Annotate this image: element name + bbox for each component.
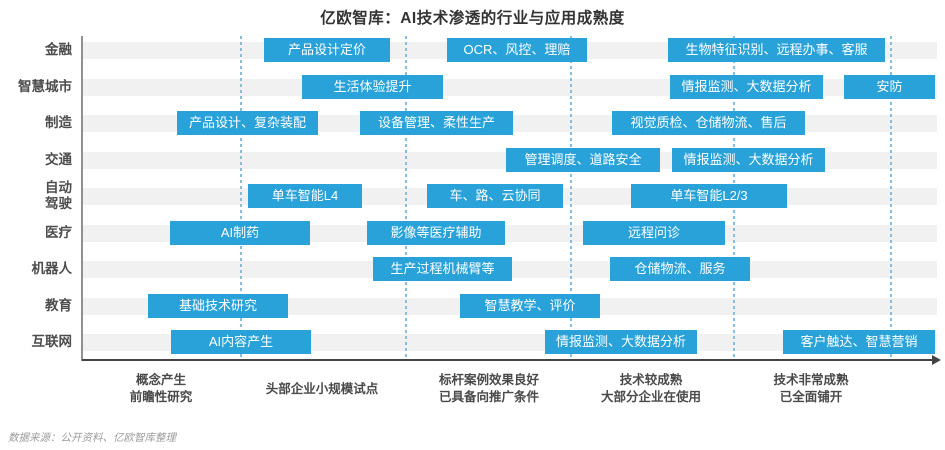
application-box: AI内容产生 <box>171 330 311 354</box>
stage-label: 头部企业小规模试点 <box>265 381 379 396</box>
application-box: 情报监测、大数据分析 <box>670 75 823 99</box>
application-box: OCR、风控、理赔 <box>447 38 587 62</box>
application-box: 产品设计、复杂装配 <box>177 111 318 135</box>
row-label-5: 自动 驾驶 <box>45 180 72 211</box>
row-label-8: 教育 <box>45 298 72 313</box>
x-axis-arrow-icon <box>932 355 941 365</box>
application-box: 设备管理、柔性生产 <box>360 111 513 135</box>
x-axis-line <box>82 359 934 361</box>
data-source-note: 数据来源：公开资料、亿欧智库整理 <box>8 432 176 444</box>
chart-title: 亿欧智库：AI技术渗透的行业与应用成熟度 <box>320 10 625 27</box>
application-box: 影像等医疗辅助 <box>367 221 505 245</box>
row-label-6: 医疗 <box>45 225 72 240</box>
application-box: 生活体验提升 <box>302 75 443 99</box>
application-box: 客户触达、智慧营销 <box>783 330 935 354</box>
application-box: 远程问诊 <box>583 221 725 245</box>
application-box: 仓储物流、服务 <box>610 257 750 281</box>
application-box: AI制药 <box>170 221 310 245</box>
application-box: 管理调度、道路安全 <box>506 148 660 172</box>
row-label-3: 制造 <box>45 115 72 130</box>
stage-label: 技术非常成熟 已全面铺开 <box>773 373 849 404</box>
application-box: 产品设计定价 <box>264 38 390 62</box>
application-box: 单车智能L2/3 <box>631 184 787 208</box>
row-label-9: 互联网 <box>31 334 73 349</box>
stage-label: 概念产生 前瞻性研究 <box>129 373 193 404</box>
stage-label: 标杆案例效果良好 已具备向推广条件 <box>438 373 540 404</box>
application-box: 基础技术研究 <box>148 294 288 318</box>
row-label-1: 金融 <box>45 42 72 57</box>
application-box: 车、路、云协同 <box>427 184 563 208</box>
y-axis-line <box>81 36 83 361</box>
row-label-7: 机器人 <box>31 261 73 276</box>
application-box: 视觉质检、仓储物流、售后 <box>612 111 805 135</box>
row-label-2: 智慧城市 <box>18 79 72 94</box>
application-box: 生产过程机械臂等 <box>373 257 512 281</box>
application-box: 智慧教学、评价 <box>460 294 600 318</box>
application-box: 生物特征识别、远程办事、客服 <box>668 38 885 62</box>
application-box: 安防 <box>844 75 935 99</box>
stage-label: 技术较成熟 大部分企业在使用 <box>600 373 702 404</box>
application-box: 单车智能L4 <box>248 184 362 208</box>
stage-gridline <box>890 36 892 360</box>
stage-gridline <box>240 36 242 360</box>
application-box: 情报监测、大数据分析 <box>545 330 697 354</box>
application-box: 情报监测、大数据分析 <box>672 148 825 172</box>
row-label-4: 交通 <box>45 152 72 167</box>
stage-gridline <box>405 36 407 360</box>
stage-gridline <box>570 36 572 360</box>
